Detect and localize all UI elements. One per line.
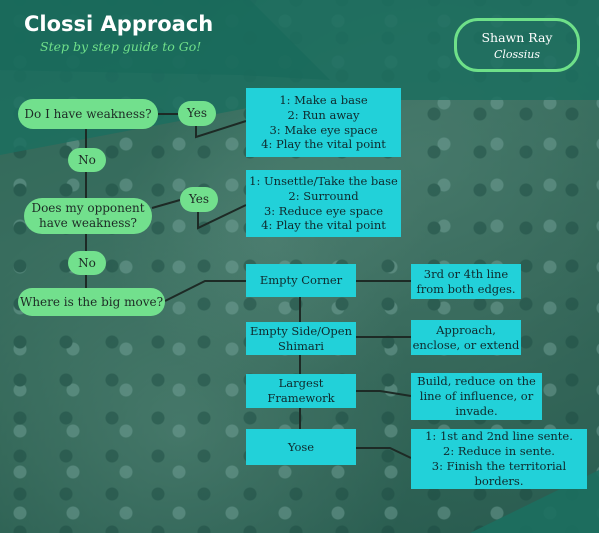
author-badge: Shawn Ray Clossius bbox=[454, 18, 580, 72]
q1-yes-label: Yes bbox=[178, 101, 216, 126]
question-opponent-weakness: Does my opponent have weakness? bbox=[24, 198, 152, 234]
detail-line: enclose, or extend bbox=[412, 337, 520, 352]
q2-line-2: have weakness? bbox=[39, 216, 137, 230]
move-empty-side-detail: Approach, enclose, or extend bbox=[411, 320, 521, 355]
detail-line: Build, reduce on the bbox=[417, 374, 536, 389]
move-empty-side: Empty Side/Open Shimari bbox=[246, 322, 356, 355]
opponent-action-3: 3: Reduce eye space bbox=[263, 203, 384, 218]
detail-line: 3rd or 4th line bbox=[423, 266, 509, 281]
move-empty-corner: Empty Corner bbox=[246, 264, 356, 297]
move-largest-framework-detail: Build, reduce on the line of influence, … bbox=[411, 373, 542, 420]
move-yose: Yose bbox=[246, 429, 356, 465]
q2-line-1: Does my opponent bbox=[31, 201, 145, 215]
opponent-action-4: 4: Play the vital point bbox=[261, 218, 386, 233]
detail-line: invade. bbox=[455, 403, 498, 418]
detail-line: 2: Reduce in sente. bbox=[443, 444, 555, 459]
author-org: Clossius bbox=[493, 47, 541, 61]
q2-no-label: No bbox=[68, 251, 106, 275]
opponent-actions-box: 1: Unsettle/Take the base 2: Surround 3:… bbox=[246, 170, 401, 237]
weakness-action-3: 3: Make eye space bbox=[269, 122, 378, 137]
detail-line: borders. bbox=[474, 473, 524, 488]
detail-line: Approach, bbox=[436, 322, 496, 337]
move-label-line: Yose bbox=[287, 439, 315, 454]
move-label-line: Largest bbox=[278, 376, 324, 391]
q1-no-label: No bbox=[68, 148, 106, 172]
opponent-action-1: 1: Unsettle/Take the base bbox=[249, 173, 398, 188]
page-title: Clossi Approach bbox=[24, 12, 214, 36]
move-label-line: Shimari bbox=[278, 338, 324, 353]
move-largest-framework: Largest Framework bbox=[246, 374, 356, 408]
question-big-move: Where is the big move? bbox=[18, 288, 165, 316]
detail-line: 1: 1st and 2nd line sente. bbox=[425, 429, 573, 444]
move-label-line: Empty Corner bbox=[259, 273, 343, 288]
question-have-weakness: Do I have weakness? bbox=[18, 99, 158, 129]
move-yose-detail: 1: 1st and 2nd line sente. 2: Reduce in … bbox=[411, 429, 587, 489]
weakness-action-1: 1: Make a base bbox=[279, 92, 368, 107]
detail-line: line of influence, or bbox=[419, 389, 534, 404]
opponent-action-2: 2: Surround bbox=[288, 188, 359, 203]
weakness-actions-box: 1: Make a base 2: Run away 3: Make eye s… bbox=[246, 88, 401, 157]
move-empty-corner-detail: 3rd or 4th line from both edges. bbox=[411, 264, 521, 299]
move-label-line: Empty Side/Open bbox=[249, 323, 353, 338]
move-label-line: Framework bbox=[267, 391, 335, 405]
weakness-action-2: 2: Run away bbox=[287, 107, 360, 122]
q2-yes-label: Yes bbox=[180, 187, 218, 212]
weakness-action-4: 4: Play the vital point bbox=[261, 137, 386, 152]
page-subtitle: Step by step guide to Go! bbox=[40, 39, 202, 54]
detail-line: 3: Finish the territorial bbox=[431, 459, 567, 473]
detail-line: from both edges. bbox=[416, 281, 516, 296]
author-name: Shawn Ray bbox=[481, 29, 553, 45]
